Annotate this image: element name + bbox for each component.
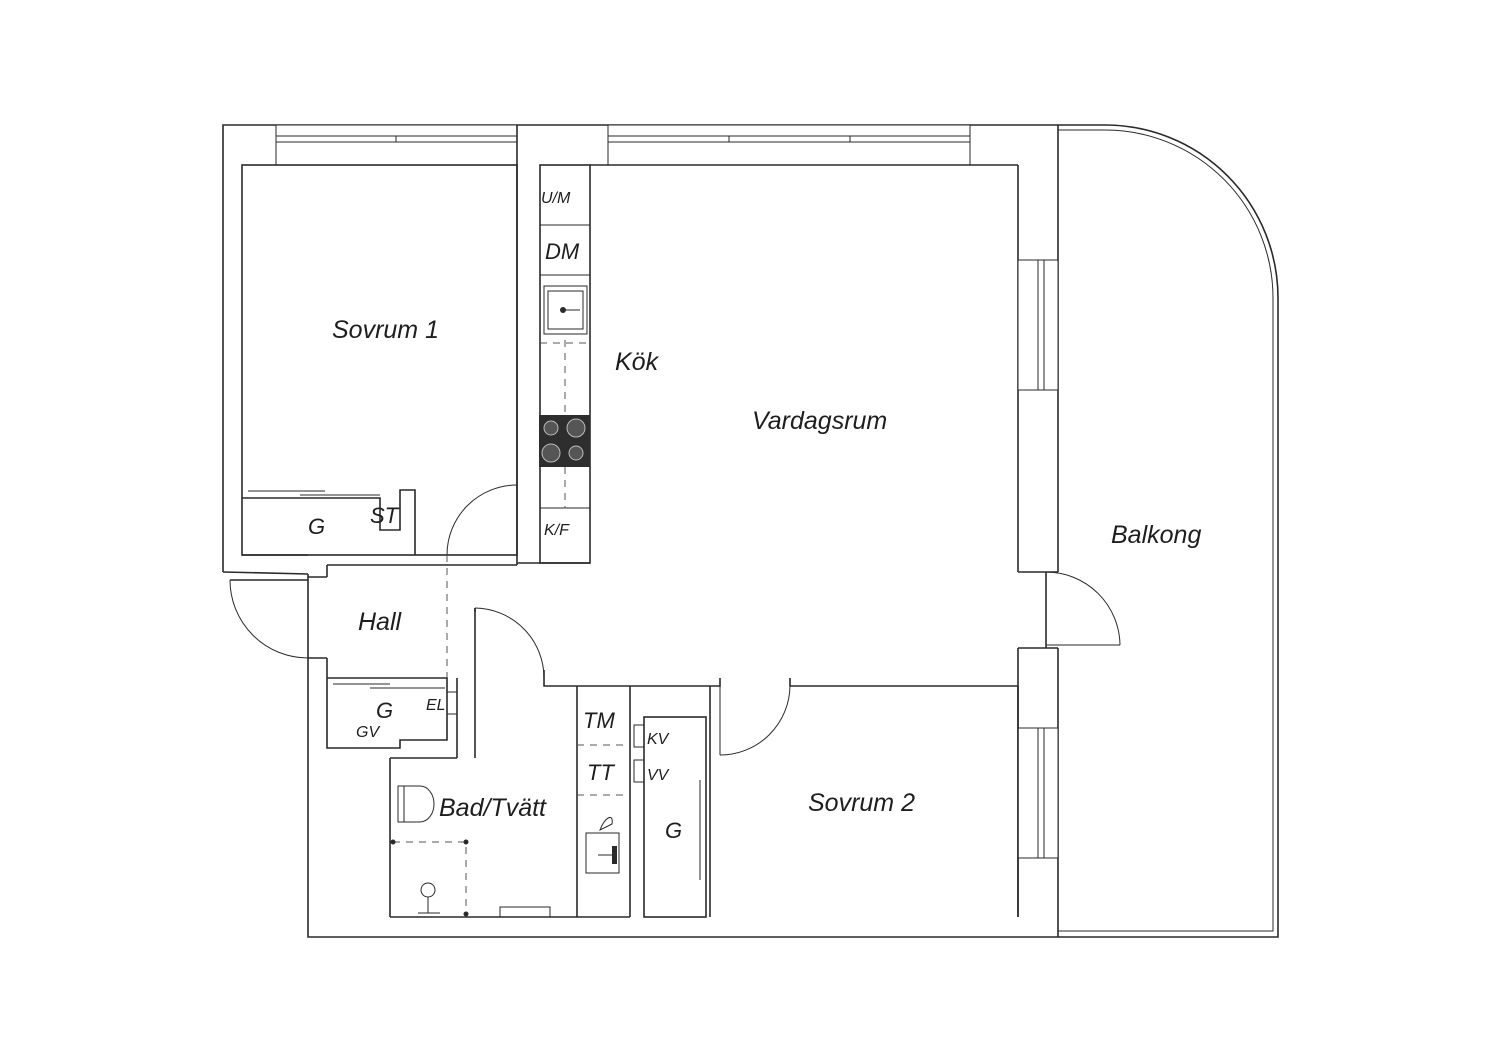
north-window-sovrum1	[275, 124, 518, 166]
fixture-label-el: EL	[426, 697, 446, 714]
fixture-label-gv: GV	[356, 724, 380, 741]
entrance-door[interactable]	[229, 579, 328, 678]
fixture-label-tm: TM	[583, 708, 615, 733]
room-label-bad-tvatt: Bad/Tvätt	[439, 794, 547, 822]
fixture-label-tt: TT	[587, 760, 615, 785]
room-label-sovrum1: Sovrum 1	[332, 316, 439, 344]
shower-icon	[390, 839, 469, 917]
room-label-hall: Hall	[358, 608, 403, 636]
east-window-vardagsrum	[1017, 259, 1059, 391]
fixture-label-g-closet: G	[665, 818, 682, 843]
closet	[633, 686, 711, 918]
east-window-sovrum2	[1017, 727, 1059, 859]
fixture-label-g-sovrum1: G	[308, 514, 325, 539]
fixture-label-st: ST	[370, 503, 400, 528]
bathroom-walls	[389, 686, 631, 918]
balcony-door[interactable]	[1045, 571, 1121, 646]
kitchen-sink-icon	[543, 285, 588, 335]
outer-walls	[222, 124, 1059, 938]
sovrum2-door[interactable]	[719, 685, 791, 756]
room-label-kok: Kök	[615, 348, 660, 376]
sovrum1-walls	[241, 125, 518, 556]
kitchen-counter	[517, 164, 591, 564]
sovrum1-door[interactable]	[446, 484, 518, 690]
fixture-label-vv: VV	[647, 767, 670, 784]
balcony	[1058, 124, 1279, 938]
north-window-vardagsrum	[607, 124, 971, 166]
fixture-label-dm: DM	[545, 239, 580, 264]
bathroom-door[interactable]	[474, 607, 545, 758]
fixture-label-g-hall: G	[376, 698, 393, 723]
hall-wardrobe	[326, 677, 458, 759]
fixture-label-kv: KV	[647, 731, 670, 748]
room-label-vardagsrum: Vardagsrum	[752, 407, 887, 435]
room-label-balkong: Balkong	[1111, 521, 1201, 549]
room-label-sovrum2: Sovrum 2	[808, 789, 915, 817]
stove-icon	[539, 415, 590, 467]
sovrum1-wardrobe	[242, 489, 416, 555]
washbasin-icon	[585, 816, 620, 874]
fixture-label-um: U/M	[541, 190, 571, 207]
toilet-icon	[397, 785, 435, 823]
fixture-label-kf: K/F	[544, 522, 570, 539]
